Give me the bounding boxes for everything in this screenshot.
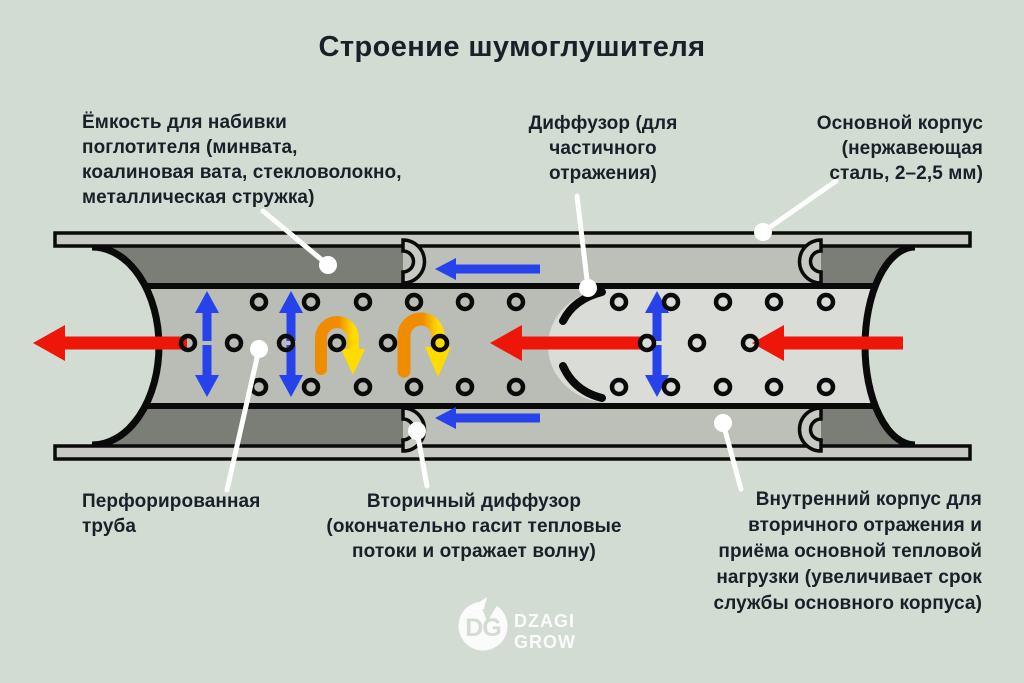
leader-dot-absorber <box>319 256 337 274</box>
perforation-hole <box>353 377 373 397</box>
blue-vertical-arrow <box>645 291 669 397</box>
perforation-hole <box>276 333 296 353</box>
ring-top-left <box>401 238 427 285</box>
outer-shell-top <box>53 231 972 248</box>
red-arrow-exit <box>33 325 187 361</box>
perforation-hole <box>816 292 836 312</box>
pipe-wall-bottom <box>92 403 915 409</box>
diffuser-arc-bottom <box>559 362 606 402</box>
leader-line-perforated-pipe <box>224 346 262 493</box>
uturn-arrow-2 <box>397 312 445 378</box>
perforation-hole <box>609 292 629 312</box>
pipe-wall-top <box>92 283 915 289</box>
perforation-hole <box>455 377 475 397</box>
ring-bottom-right <box>797 406 823 453</box>
perforation-hole <box>404 292 424 312</box>
perforation-hole <box>764 292 784 312</box>
leader-dot-inner-body <box>714 414 732 432</box>
perforation-hole <box>609 377 629 397</box>
logo-circle <box>458 601 508 651</box>
perforation-hole <box>224 333 244 353</box>
heat-uturn-arrows <box>315 312 451 378</box>
leader-line-main-body <box>760 178 839 235</box>
leader-line-absorber <box>260 208 331 268</box>
leader-dot-secondary-diffuser <box>408 422 426 440</box>
perforation-hole <box>353 292 373 312</box>
perforation-hole <box>661 292 681 312</box>
perforation-hole <box>713 292 733 312</box>
label-main-body: Основной корпус (нержавеющая сталь, 2–2,… <box>816 113 983 184</box>
diffuser-chamber <box>548 289 915 403</box>
perforation-hole <box>661 377 681 397</box>
perforation-hole <box>378 333 398 353</box>
label-perforated-pipe: Перфорированная труба <box>82 491 261 537</box>
leader-line-diffuser <box>574 193 591 291</box>
perforation-hole <box>637 333 657 353</box>
leader-line-inner-body <box>720 420 744 492</box>
diffuser-arc-top <box>559 288 606 325</box>
uturn-arrow-1 <box>315 316 359 375</box>
logo-text-line2: GROW <box>514 632 576 652</box>
blue-vertical-arrows <box>195 291 669 397</box>
perforation-hole <box>249 292 269 312</box>
perforation-hole <box>713 377 733 397</box>
perforation-hole <box>455 292 475 312</box>
perforation-hole <box>327 333 347 353</box>
ring-top-right <box>797 238 823 285</box>
perforation-hole <box>687 333 707 353</box>
leader-dot-main-body <box>754 223 772 241</box>
logo-monogram: DG <box>465 614 501 642</box>
perforation-hole <box>301 377 321 397</box>
leader-dot-diffuser <box>579 279 597 297</box>
perforation-hole <box>506 377 526 397</box>
perforation-hole <box>816 377 836 397</box>
label-secondary-diffuser: Вторичный диффузор (окончательно гасит т… <box>326 491 622 562</box>
label-diffuser: Диффузор (для частичного отражения) <box>528 113 678 184</box>
red-arrow-center <box>490 325 642 361</box>
blue-vertical-arrow <box>279 291 303 397</box>
red-arrow-inlet <box>752 325 903 361</box>
perforation-hole <box>404 377 424 397</box>
blue-arrow-bottom-channel <box>435 407 540 429</box>
logo-text-line1: DZAGI <box>514 611 575 631</box>
uturn-arrowhead-1 <box>341 349 365 375</box>
logo-flag <box>469 597 487 609</box>
leader-lines <box>224 178 839 493</box>
perforation-hole <box>740 333 760 353</box>
uturn-arrowhead-2 <box>425 347 451 377</box>
page-title: Строение шумоглушителя <box>318 31 706 63</box>
label-absorber: Ёмкость для набивки поглотителя (минвата… <box>82 112 402 208</box>
leader-line-secondary-diffuser <box>414 428 430 489</box>
blue-arrow-top-channel <box>435 258 540 280</box>
perforation-hole <box>178 333 198 353</box>
outer-shell-bottom <box>53 444 972 461</box>
blue-vertical-arrow <box>195 291 219 397</box>
perforation-holes <box>178 292 836 397</box>
brand-logo: DG DZAGI GROW <box>458 597 576 652</box>
label-inner-body: Внутренний корпус для вторичного отражен… <box>713 489 982 614</box>
perforation-hole <box>301 292 321 312</box>
perforation-hole <box>506 292 526 312</box>
perforation-hole <box>430 333 450 353</box>
perforation-hole <box>764 377 784 397</box>
leader-dot-perforated-pipe <box>250 340 268 358</box>
